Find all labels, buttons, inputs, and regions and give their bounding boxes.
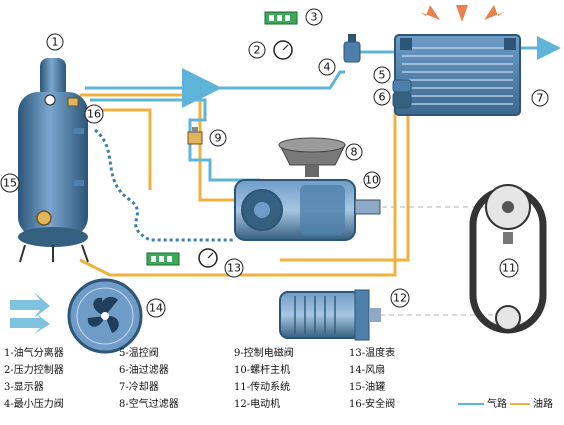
callout-14 <box>146 298 166 318</box>
callout-10 <box>363 171 381 189</box>
callout-7 <box>531 89 549 107</box>
legend-item: 7-冷却器 <box>119 382 159 393</box>
callout-1 <box>46 33 64 51</box>
heat-exhaust-arrows <box>420 5 504 22</box>
air-line-label: 气路 <box>487 399 507 410</box>
safety-valve <box>67 97 79 107</box>
callout-15-label: 15 <box>3 177 17 190</box>
callout-8 <box>345 143 363 161</box>
display-module-bottom <box>146 252 180 266</box>
legend-item: 11-传动系统 <box>234 382 291 393</box>
display-module-top <box>264 11 298 25</box>
transmission-system <box>469 184 547 334</box>
callout-6-label: 6 <box>379 91 386 104</box>
callout-5-label: 5 <box>379 69 386 82</box>
legend-item: 16-安全阀 <box>349 399 396 410</box>
callout-12 <box>390 288 410 308</box>
legend-col-1: 1-油气分离器 2-压力控制器 3-显示器 4-最小压力阀 <box>4 345 64 413</box>
air-hose <box>94 128 235 242</box>
cooling-fan <box>67 278 143 354</box>
component-legend: 1-油气分离器 2-压力控制器 3-显示器 4-最小压力阀 5-温控阀 6-油过… <box>4 345 484 425</box>
legend-item: 13-温度表 <box>349 348 396 359</box>
callout-4-label: 4 <box>324 61 331 74</box>
callout-1-label: 1 <box>52 36 59 49</box>
legend-col-2: 5-温控阀 6-油过滤器 7-冷却器 8-空气过滤器 <box>119 345 179 413</box>
callout-14-label: 14 <box>149 302 163 315</box>
legend-item: 9-控制电磁阀 <box>234 348 294 359</box>
electric-motor <box>279 289 381 341</box>
callout-8-label: 8 <box>351 146 358 159</box>
callout-4 <box>318 58 336 76</box>
callout-15 <box>0 173 20 193</box>
pressure-gauge-icon <box>273 40 293 60</box>
control-solenoid-valve <box>187 127 203 145</box>
callout-10-label: 10 <box>365 174 379 187</box>
oil-gas-separator-tank <box>18 58 89 263</box>
callout-5 <box>373 66 391 84</box>
legend-item: 3-显示器 <box>4 382 44 393</box>
callout-3 <box>305 8 323 26</box>
legend-item: 8-空气过滤器 <box>119 399 179 410</box>
oil-lines <box>79 93 410 277</box>
screw-main-unit <box>234 179 381 241</box>
cooler <box>394 34 521 116</box>
callout-2-label: 2 <box>254 44 261 57</box>
legend-item: 12-电动机 <box>234 399 281 410</box>
callout-13-label: 13 <box>227 262 241 275</box>
callout-11 <box>499 258 519 278</box>
callout-7-label: 7 <box>537 92 544 105</box>
legend-item: 5-温控阀 <box>119 348 159 359</box>
legend-col-4: 13-温度表 14-风扇 15-油罐 16-安全阀 <box>349 345 395 413</box>
air-line-key: 气路 <box>458 395 507 410</box>
callout-9-label: 9 <box>215 132 222 145</box>
air-line-swatch <box>458 403 484 405</box>
callout-12-label: 12 <box>393 292 407 305</box>
legend-item: 1-油气分离器 <box>4 348 64 359</box>
legend-item: 15-油罐 <box>349 382 386 393</box>
airflow-in-arrows <box>10 292 50 334</box>
callout-13 <box>224 258 244 278</box>
min-pressure-valve <box>343 34 361 63</box>
legend-col-3: 9-控制电磁阀 10-螺杆主机 11-传动系统 12-电动机 <box>234 345 294 413</box>
legend-item: 2-压力控制器 <box>4 365 64 376</box>
oil-line-label: 油路 <box>533 399 553 410</box>
callouts <box>0 8 549 318</box>
temperature-gauge-icon <box>198 248 218 268</box>
callout-16-label: 16 <box>87 108 101 121</box>
legend-item: 4-最小压力阀 <box>4 399 64 410</box>
thermostatic-valve <box>392 79 412 93</box>
oil-line-swatch <box>510 403 530 405</box>
callout-numbers: 1 2 3 4 5 6 7 8 9 10 11 12 13 14 15 16 <box>3 11 544 315</box>
callout-2 <box>248 41 266 59</box>
callout-16 <box>84 104 104 124</box>
callout-6 <box>373 88 391 106</box>
callout-11-label: 11 <box>502 262 516 275</box>
callout-3-label: 3 <box>311 11 318 24</box>
legend-item: 10-螺杆主机 <box>234 365 291 376</box>
callout-9 <box>209 129 227 147</box>
legend-item: 6-油过滤器 <box>119 365 169 376</box>
oil-filter <box>392 91 412 109</box>
air-filter <box>278 137 346 177</box>
legend-item: 14-风扇 <box>349 365 386 376</box>
oil-line-key: 油路 <box>510 395 553 410</box>
